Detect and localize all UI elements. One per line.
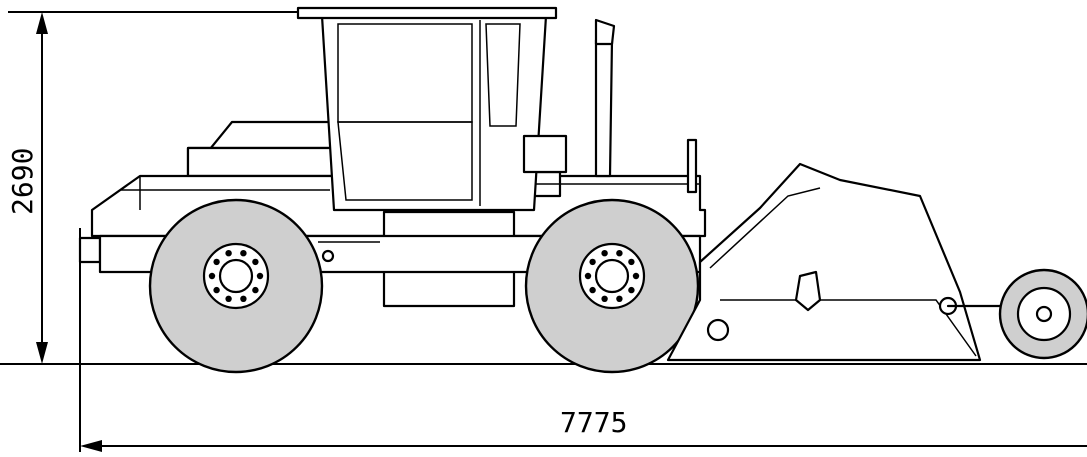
rear-wheel-nut: [240, 295, 247, 302]
height-dimension: 2690: [6, 11, 300, 364]
front-wheel-nut: [616, 250, 623, 257]
rear-wheel-nut: [225, 250, 232, 257]
rear-wheel: [148, 198, 324, 374]
length-dimension-label: 7775: [560, 406, 627, 439]
front-wheel-nut: [628, 286, 635, 294]
length-dimension: 7775: [79, 228, 1087, 452]
rear-wheel-nut: [213, 258, 220, 266]
rear-wheel-nut: [256, 272, 264, 280]
rear-wheel-nut: [225, 295, 232, 302]
front-wheel-nut: [584, 272, 592, 280]
rear-wheel-nut: [252, 286, 259, 294]
rear-wheel-nut: [240, 250, 247, 257]
front-wheel-nut: [628, 258, 635, 266]
front-wheel-nut: [616, 295, 623, 302]
rear-wheel-nut: [208, 272, 216, 280]
height-dimension-label: 2690: [6, 148, 39, 215]
rotor-attachment: [666, 162, 982, 362]
front-wheel-nut: [601, 295, 608, 302]
rear-wheel-nut: [213, 286, 220, 294]
front-wheel-nut: [601, 250, 608, 257]
front-wheel-nut: [589, 286, 596, 294]
front-wheel-nut: [632, 272, 640, 280]
rear-wheel-nut: [252, 258, 259, 266]
front-wheel-nut: [589, 258, 596, 266]
front-wheel: [524, 198, 700, 374]
machine-body: [78, 6, 707, 308]
trailing-wheel: [946, 268, 1087, 360]
